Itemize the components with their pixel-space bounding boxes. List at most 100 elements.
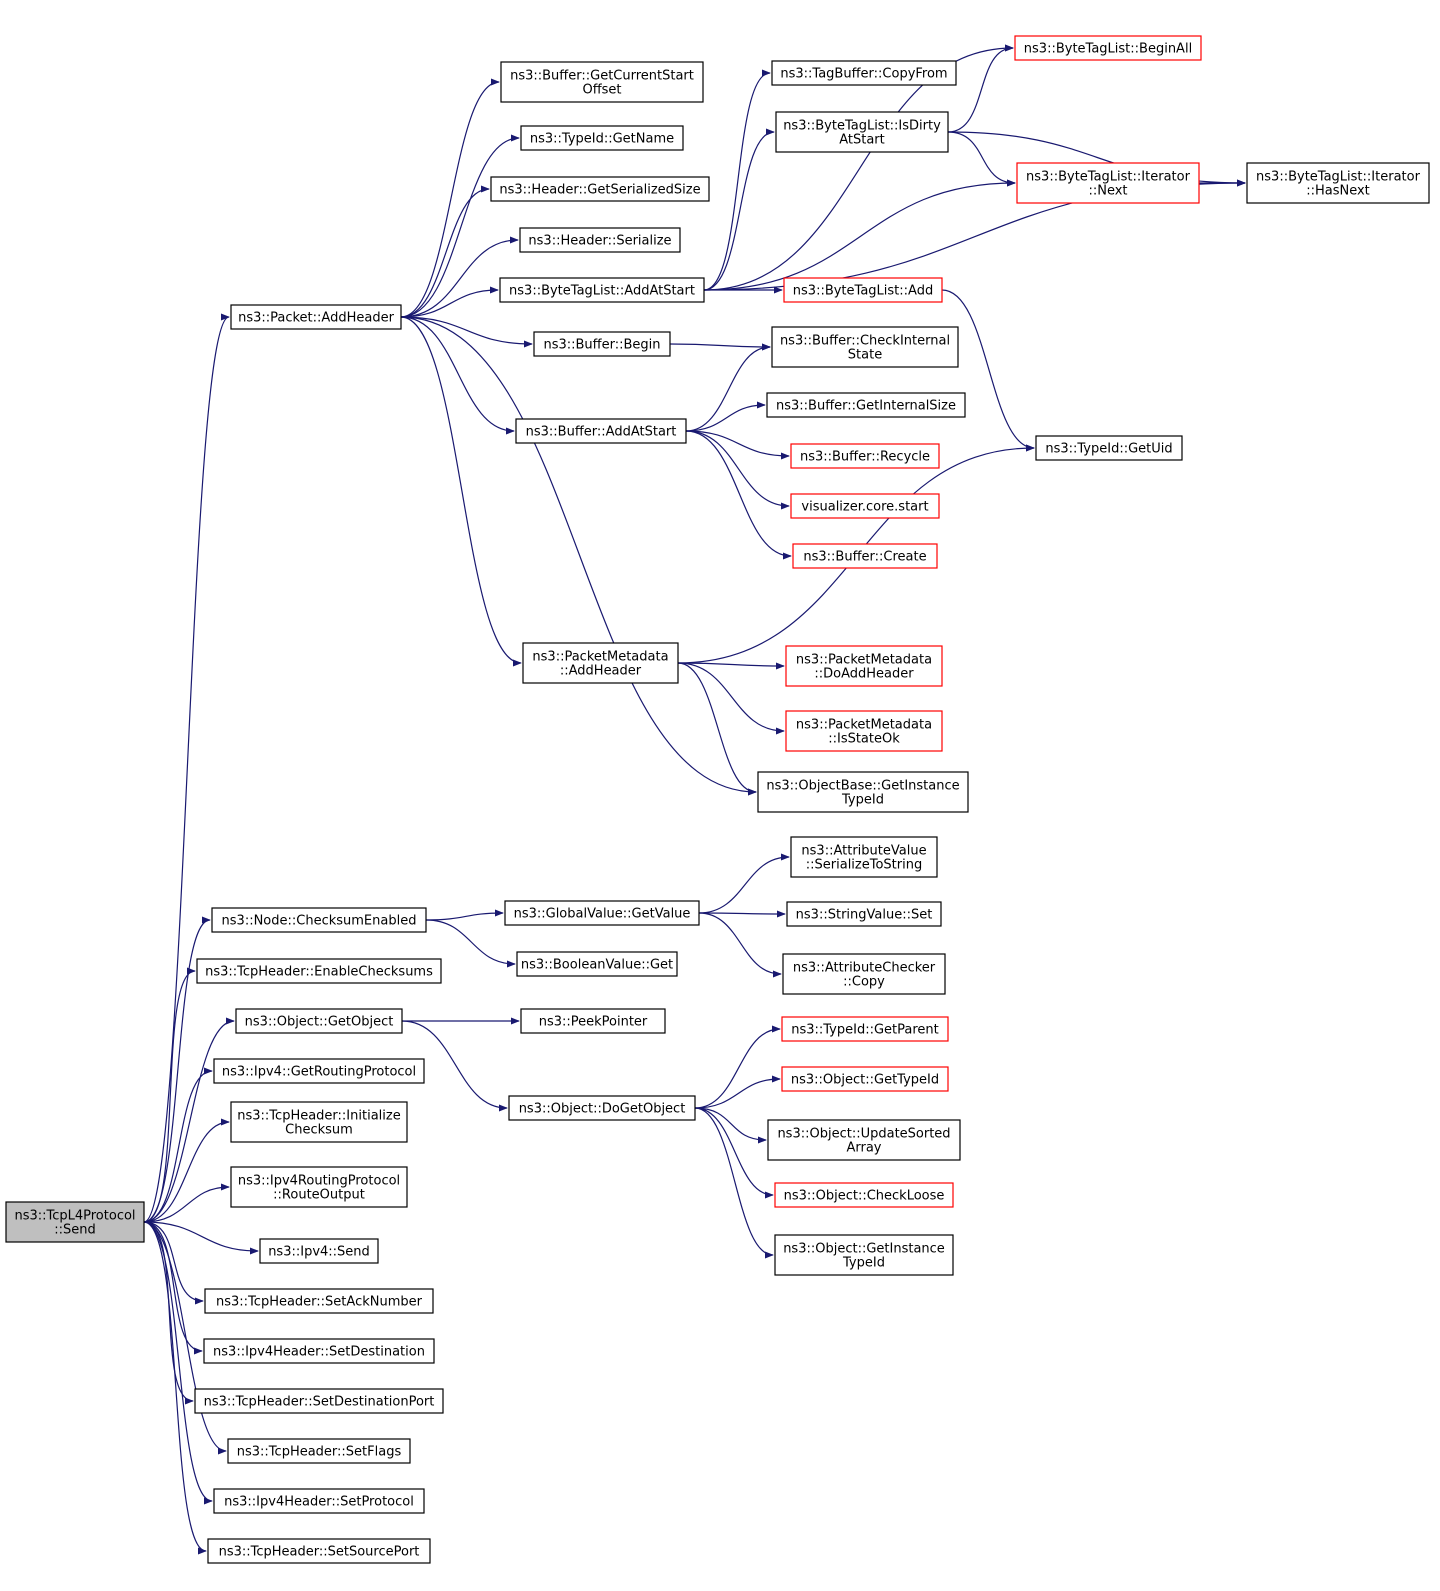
node-typeid_getuid[interactable]: ns3::TypeId::GetUid bbox=[1035, 435, 1183, 461]
node-box bbox=[533, 331, 671, 357]
node-box bbox=[774, 1182, 954, 1208]
node-label: ns3::Ipv4RoutingProtocol bbox=[238, 1174, 400, 1189]
node-strval_set[interactable]: ns3::StringValue::Set bbox=[786, 901, 942, 927]
node-label: ns3::TcpHeader::EnableChecksums bbox=[205, 965, 433, 980]
node-label: ns3::Buffer::Create bbox=[803, 550, 926, 565]
node-box bbox=[766, 392, 966, 418]
node-vis_core_start[interactable]: visualizer.core.start bbox=[790, 493, 940, 519]
node-ipv4_getrouting[interactable]: ns3::Ipv4::GetRoutingProtocol bbox=[213, 1058, 425, 1084]
node-box bbox=[783, 277, 943, 303]
node-pkt_addheader[interactable]: ns3::Packet::AddHeader bbox=[230, 304, 402, 330]
node-label: ns3::ByteTagList::IsDirty bbox=[783, 119, 941, 134]
node-label: ns3::PacketMetadata bbox=[796, 718, 932, 733]
node-label: ns3::PeekPointer bbox=[539, 1015, 648, 1030]
edge-node_checksumenabled-to-gv_getvalue bbox=[425, 909, 504, 921]
node-box bbox=[508, 1095, 696, 1121]
node-label: ns3::TypeId::GetUid bbox=[1045, 442, 1172, 457]
node-tcph_enablechecksums[interactable]: ns3::TcpHeader::EnableChecksums bbox=[196, 958, 442, 984]
node-label: State bbox=[848, 348, 882, 363]
node-label: ns3::Object::GetInstance bbox=[783, 1242, 945, 1257]
node-peekpointer[interactable]: ns3::PeekPointer bbox=[520, 1008, 666, 1034]
node-attrval_serialize[interactable]: ns3::AttributeValue::SerializeToString bbox=[790, 836, 938, 878]
node-box bbox=[1014, 35, 1202, 61]
node-btl_iter_next[interactable]: ns3::ByteTagList::Iterator::Next bbox=[1016, 162, 1200, 204]
node-pm_isstateok[interactable]: ns3::PacketMetadata::IsStateOk bbox=[785, 710, 943, 752]
node-box bbox=[782, 953, 946, 995]
node-hdr_serialize[interactable]: ns3::Header::Serialize bbox=[519, 227, 681, 253]
node-buf_recycle[interactable]: ns3::Buffer::Recycle bbox=[790, 443, 940, 469]
edge-pm_addheader-to-pm_doaddheader bbox=[677, 662, 785, 670]
node-box bbox=[520, 1008, 666, 1034]
node-obj_dogetobject[interactable]: ns3::Object::DoGetObject bbox=[508, 1095, 696, 1121]
node-hdr_getserializedsize[interactable]: ns3::Header::GetSerializedSize bbox=[490, 176, 710, 202]
edge-pm_addheader-to-ob_getinstancetypeid bbox=[677, 662, 757, 796]
node-buf_addatstart[interactable]: ns3::Buffer::AddAtStart bbox=[515, 418, 687, 444]
node-box bbox=[230, 304, 402, 330]
node-root[interactable]: ns3::TcpL4Protocol::Send bbox=[5, 1201, 145, 1243]
node-tcph_setflags[interactable]: ns3::TcpHeader::SetFlags bbox=[227, 1438, 411, 1464]
node-box bbox=[775, 111, 949, 153]
node-btl_add[interactable]: ns3::ByteTagList::Add bbox=[783, 277, 943, 303]
node-label: ns3::TagBuffer::CopyFrom bbox=[780, 67, 947, 82]
node-box bbox=[767, 1119, 961, 1161]
edge-root-to-ipv4h_setdest bbox=[143, 1221, 203, 1355]
node-btl_addatstart[interactable]: ns3::ByteTagList::AddAtStart bbox=[499, 277, 705, 303]
edge-buf_begin-to-buf_checkinternal bbox=[669, 343, 771, 351]
node-typeid_getname[interactable]: ns3::TypeId::GetName bbox=[520, 125, 684, 151]
edge-pkt_addheader-to-hdr_serialize bbox=[400, 236, 519, 318]
node-label: TypeId bbox=[842, 1256, 885, 1271]
node-box bbox=[757, 771, 969, 813]
node-tcph_setdestport[interactable]: ns3::TcpHeader::SetDestinationPort bbox=[194, 1388, 444, 1414]
node-box bbox=[203, 1338, 435, 1364]
node-gv_getvalue[interactable]: ns3::GlobalValue::GetValue bbox=[504, 900, 700, 926]
node-label: ns3::TypeId::GetParent bbox=[791, 1023, 939, 1038]
edge-btl_addatstart-to-btl_isdirty bbox=[703, 128, 775, 291]
node-box bbox=[785, 645, 943, 687]
node-buf_create[interactable]: ns3::Buffer::Create bbox=[792, 543, 938, 569]
node-label: ::Copy bbox=[843, 975, 885, 990]
node-label: ns3::Header::GetSerializedSize bbox=[499, 183, 700, 198]
node-node_checksumenabled[interactable]: ns3::Node::ChecksumEnabled bbox=[211, 907, 427, 933]
node-typeid_getparent[interactable]: ns3::TypeId::GetParent bbox=[781, 1016, 949, 1042]
node-box bbox=[500, 61, 704, 103]
node-buf_getinternalsize[interactable]: ns3::Buffer::GetInternalSize bbox=[766, 392, 966, 418]
node-ipv4h_setdest[interactable]: ns3::Ipv4Header::SetDestination bbox=[203, 1338, 435, 1364]
node-box bbox=[785, 710, 943, 752]
node-boolval_get[interactable]: ns3::BooleanValue::Get bbox=[516, 951, 678, 977]
node-label: ns3::ByteTagList::AddAtStart bbox=[509, 284, 695, 299]
edge-buf_addatstart-to-buf_getinternalsize bbox=[685, 401, 766, 432]
node-tcph_setsrcport[interactable]: ns3::TcpHeader::SetSourcePort bbox=[207, 1538, 431, 1564]
edge-pkt_addheader-to-buf_getcurrentstart bbox=[400, 78, 500, 318]
node-ipv4_send[interactable]: ns3::Ipv4::Send bbox=[259, 1238, 379, 1264]
node-ipv4h_setproto[interactable]: ns3::Ipv4Header::SetProtocol bbox=[213, 1488, 425, 1514]
node-box bbox=[504, 900, 700, 926]
node-tcph_setack[interactable]: ns3::TcpHeader::SetAckNumber bbox=[204, 1288, 434, 1314]
node-box bbox=[1016, 162, 1200, 204]
node-label: ns3::Object::GetTypeId bbox=[791, 1073, 939, 1088]
edge-node_checksumenabled-to-boolval_get bbox=[425, 919, 516, 968]
edge-root-to-pkt_addheader bbox=[143, 313, 230, 1223]
node-btl_beginall[interactable]: ns3::ByteTagList::BeginAll bbox=[1014, 35, 1202, 61]
node-obj_checkloose[interactable]: ns3::Object::CheckLoose bbox=[774, 1182, 954, 1208]
node-label: ns3::Buffer::Recycle bbox=[800, 450, 930, 465]
node-label: ns3::Object::UpdateSorted bbox=[777, 1127, 950, 1142]
node-ipv4rp_routeoutput[interactable]: ns3::Ipv4RoutingProtocol::RouteOutput bbox=[230, 1166, 408, 1208]
node-label: Offset bbox=[582, 83, 621, 98]
node-tagbuf_copyfrom[interactable]: ns3::TagBuffer::CopyFrom bbox=[771, 60, 957, 86]
node-buf_begin[interactable]: ns3::Buffer::Begin bbox=[533, 331, 671, 357]
node-obj_getobject[interactable]: ns3::Object::GetObject bbox=[235, 1008, 403, 1034]
node-label: ns3::PacketMetadata bbox=[796, 653, 932, 668]
node-box bbox=[213, 1058, 425, 1084]
node-btl_iter_hasnext[interactable]: ns3::ByteTagList::Iterator::HasNext bbox=[1246, 162, 1430, 204]
node-pm_addheader[interactable]: ns3::PacketMetadata::AddHeader bbox=[522, 642, 679, 684]
node-pm_doaddheader[interactable]: ns3::PacketMetadata::DoAddHeader bbox=[785, 645, 943, 687]
node-obj_gettypeid[interactable]: ns3::Object::GetTypeId bbox=[781, 1066, 949, 1092]
node-attrchecker_copy[interactable]: ns3::AttributeChecker::Copy bbox=[782, 953, 946, 995]
